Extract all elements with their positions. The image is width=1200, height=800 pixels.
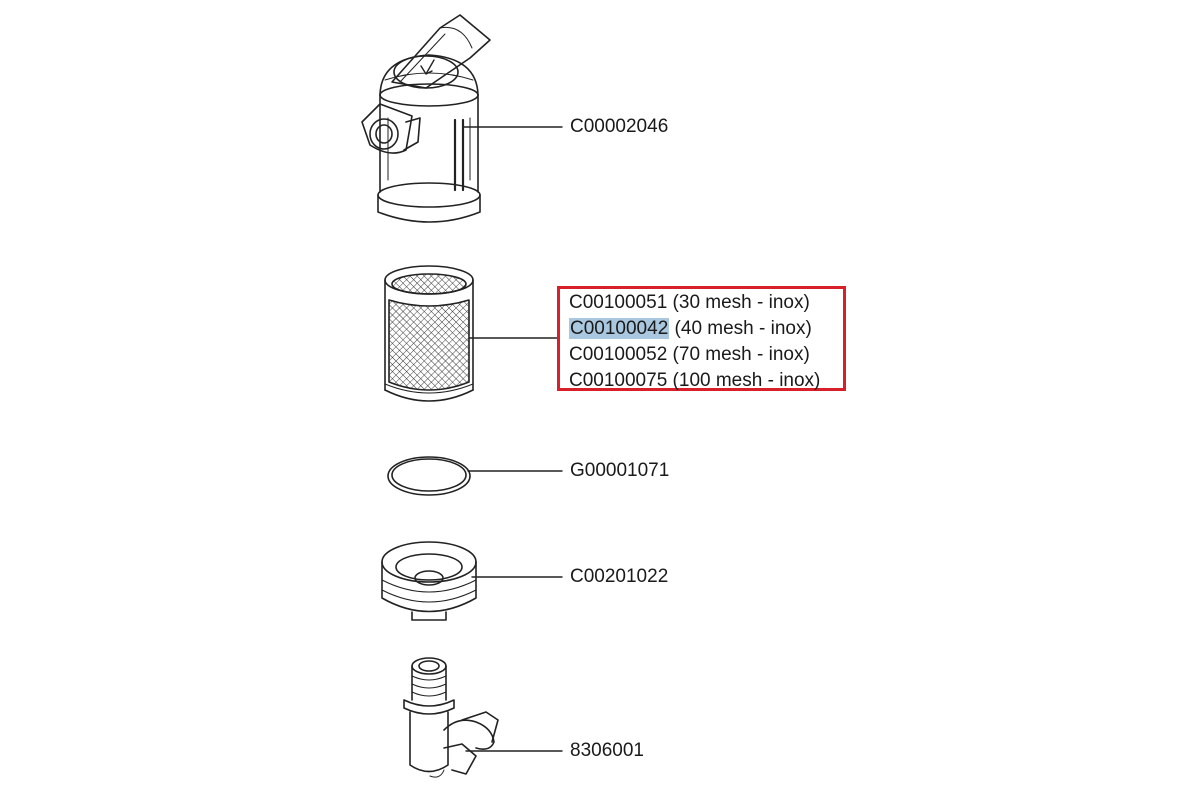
drain-valve-drawing	[403, 657, 499, 778]
mesh-option-desc: (30 mesh - inox)	[672, 292, 810, 313]
part-code-oring: G00001071	[570, 460, 670, 481]
mesh-option-desc: (70 mesh - inox)	[672, 344, 810, 365]
mesh-option-row[interactable]: C00100075 (100 mesh - inox)	[569, 368, 820, 394]
mesh-option-desc: (40 mesh - inox)	[674, 318, 812, 339]
mesh-option-row-selected[interactable]: C00100042 (40 mesh - inox)	[569, 316, 820, 342]
part-code-housing: C00002046	[570, 116, 669, 137]
o-ring-drawing	[387, 456, 471, 496]
mesh-option-code-selected[interactable]: C00100042	[569, 318, 670, 339]
mesh-options-list: C00100051 (30 mesh - inox) C00100042 (40…	[569, 290, 820, 394]
mesh-option-row[interactable]: C00100052 (70 mesh - inox)	[569, 342, 820, 368]
mesh-option-desc: (100 mesh - inox)	[672, 370, 821, 391]
highlight-box	[557, 286, 846, 391]
mesh-option-code: C00100075	[569, 370, 668, 391]
mesh-option-code: C00100052	[569, 344, 668, 365]
threaded-cap-drawing	[381, 541, 477, 621]
mesh-option-row[interactable]: C00100051 (30 mesh - inox)	[569, 290, 820, 316]
filter-housing-drawing	[361, 14, 491, 223]
part-code-valve: 8306001	[570, 740, 644, 761]
part-code-cap: C00201022	[570, 566, 669, 587]
mesh-option-code: C00100051	[569, 292, 668, 313]
mesh-cartridge-drawing	[384, 265, 474, 402]
